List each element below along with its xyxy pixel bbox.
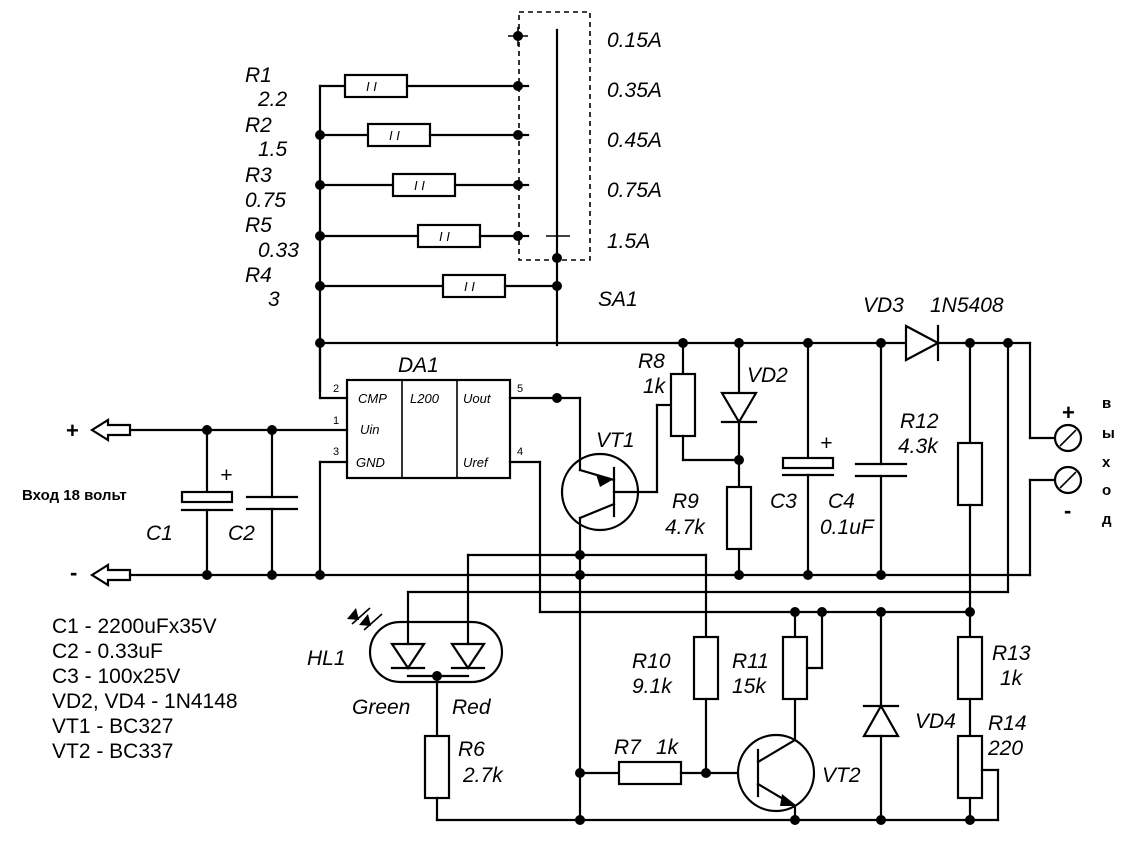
svg-text:Uin: Uin xyxy=(360,422,380,437)
r5-ref: R5 xyxy=(245,214,272,237)
diode-vd3: VD3 1N5408 xyxy=(863,294,1004,362)
svg-text:1: 1 xyxy=(333,415,339,427)
regulator-da1: DA1 L200 CMP Uin GND Uout Uref 2 1 3 5 4 xyxy=(128,341,972,614)
input-plus-sign: + xyxy=(66,418,79,443)
hl1-red: Red xyxy=(452,696,492,719)
r14-ref: R14 xyxy=(988,712,1027,735)
bom-line: VD2, VD4 - 1N4148 xyxy=(52,690,238,713)
led-hl1: HL1 Green Red xyxy=(307,341,1010,738)
bom-line: VT1 - BC327 xyxy=(52,715,173,738)
r5-value: 0.33 xyxy=(258,239,299,262)
svg-text:I I: I I xyxy=(464,279,475,294)
switch-pos-1: 0.15A xyxy=(607,29,662,52)
svg-text:+: + xyxy=(220,464,232,487)
r3-ref: R3 xyxy=(245,164,272,187)
input-minus-sign: - xyxy=(70,560,77,585)
svg-text:д: д xyxy=(1102,511,1112,528)
bom-line: C3 - 100x25V xyxy=(52,665,180,688)
vd4-ref: VD4 xyxy=(915,710,956,733)
r1-value: 2.2 xyxy=(257,88,288,111)
c4-ref: C4 xyxy=(828,490,855,513)
r2-ref: R2 xyxy=(245,114,272,137)
c3-c4: + C3 C4 0.1uF xyxy=(770,341,908,577)
comparator-section: R10 9.1k R7 1k VT2 R11 15k VD4 xyxy=(575,553,956,822)
svg-text:I I: I I xyxy=(366,79,377,94)
svg-text:х: х xyxy=(1102,454,1111,471)
bill-of-materials: C1 - 2200uFx35V C2 - 0.33uF C3 - 100x25V… xyxy=(52,615,238,763)
switch-pos-4: 0.75A xyxy=(607,179,662,202)
r13-ref: R13 xyxy=(992,642,1031,665)
c3-ref: C3 xyxy=(770,490,797,513)
svg-text:ы: ы xyxy=(1102,425,1115,442)
resistor-bank: I I I I I I I I I I xyxy=(245,64,562,392)
r7-value: 1k xyxy=(656,736,680,759)
svg-text:4: 4 xyxy=(517,446,523,458)
input-plus-arrow xyxy=(89,418,132,442)
r6-value: 2.7k xyxy=(462,764,504,787)
vd3-ref: VD3 xyxy=(863,294,904,317)
r7-ref: R7 xyxy=(614,736,642,759)
svg-text:CMP: CMP xyxy=(358,391,387,406)
r9-ref: R9 xyxy=(672,490,699,513)
bom-line: C2 - 0.33uF xyxy=(52,640,163,663)
bom-line: C1 - 2200uFx35V xyxy=(52,615,217,638)
r12-value: 4.3k xyxy=(898,435,939,458)
svg-text:I I: I I xyxy=(439,229,450,244)
r6: R6 2.7k xyxy=(423,734,1000,825)
svg-text:Uref: Uref xyxy=(463,455,489,470)
svg-text:I I: I I xyxy=(389,128,400,143)
switch-pos-2: 0.35A xyxy=(607,79,662,102)
r12-r13-r14: R12 4.3k R13 1k R14 220 xyxy=(898,341,1031,822)
r9-value: 4.7k xyxy=(665,516,706,539)
input-label: Вход 18 вольт xyxy=(22,487,127,504)
svg-text:+: + xyxy=(820,432,832,455)
svg-text:Uout: Uout xyxy=(463,391,492,406)
r6-ref: R6 xyxy=(458,738,485,761)
svg-text:о: о xyxy=(1102,482,1111,499)
c4-value: 0.1uF xyxy=(820,516,875,539)
vt1-ref: VT1 xyxy=(596,429,635,452)
r14-value: 220 xyxy=(987,737,1023,760)
r8-value: 1k xyxy=(643,375,667,398)
r10-ref: R10 xyxy=(632,650,671,673)
output-minus-sign: - xyxy=(1064,498,1071,523)
svg-text:GND: GND xyxy=(356,455,385,470)
r4-value: 3 xyxy=(268,288,280,311)
r10-value: 9.1k xyxy=(632,675,673,698)
vd3-value: 1N5408 xyxy=(930,294,1004,317)
da1-ref: DA1 xyxy=(398,354,439,377)
r13-value: 1k xyxy=(1000,667,1024,690)
c1-ref: C1 xyxy=(146,522,173,545)
switch-enclosure xyxy=(518,11,591,261)
hl1-green: Green xyxy=(352,696,410,719)
da1-type: L200 xyxy=(410,391,440,406)
vd2-ref: VD2 xyxy=(747,364,788,387)
svg-text:в: в xyxy=(1102,395,1111,412)
r4-ref: R4 xyxy=(245,264,272,287)
svg-text:2: 2 xyxy=(333,383,339,395)
bom-line: VT2 - BC337 xyxy=(52,740,173,763)
r8-vd2-r9: R8 1k VD2 R9 4.7k xyxy=(638,341,788,577)
switch-pos-5: 1.5A xyxy=(607,230,650,253)
svg-text:5: 5 xyxy=(517,383,523,395)
r3-value: 0.75 xyxy=(245,189,286,212)
r11-ref: R11 xyxy=(732,650,769,673)
switch-label: SA1 xyxy=(598,288,638,311)
r11-value: 15k xyxy=(732,675,767,698)
c2-ref: C2 xyxy=(228,522,255,545)
switch-pos-3: 0.45A xyxy=(607,129,662,152)
input-minus-arrow xyxy=(89,563,132,587)
vt2-ref: VT2 xyxy=(822,764,861,787)
r8-ref: R8 xyxy=(638,350,665,373)
output-plus-sign: + xyxy=(1062,400,1075,425)
r1-ref: R1 xyxy=(245,64,272,87)
r12-ref: R12 xyxy=(900,410,939,433)
switch-sa1: 0.15A 0.35A 0.45A 0.75A 1.5A SA1 xyxy=(508,11,662,347)
svg-text:I I: I I xyxy=(414,178,425,193)
output-terminals: + - в ы х о д xyxy=(1053,395,1115,528)
svg-text:3: 3 xyxy=(333,446,339,458)
hl1-ref: HL1 xyxy=(307,647,346,670)
r2-value: 1.5 xyxy=(258,138,288,161)
